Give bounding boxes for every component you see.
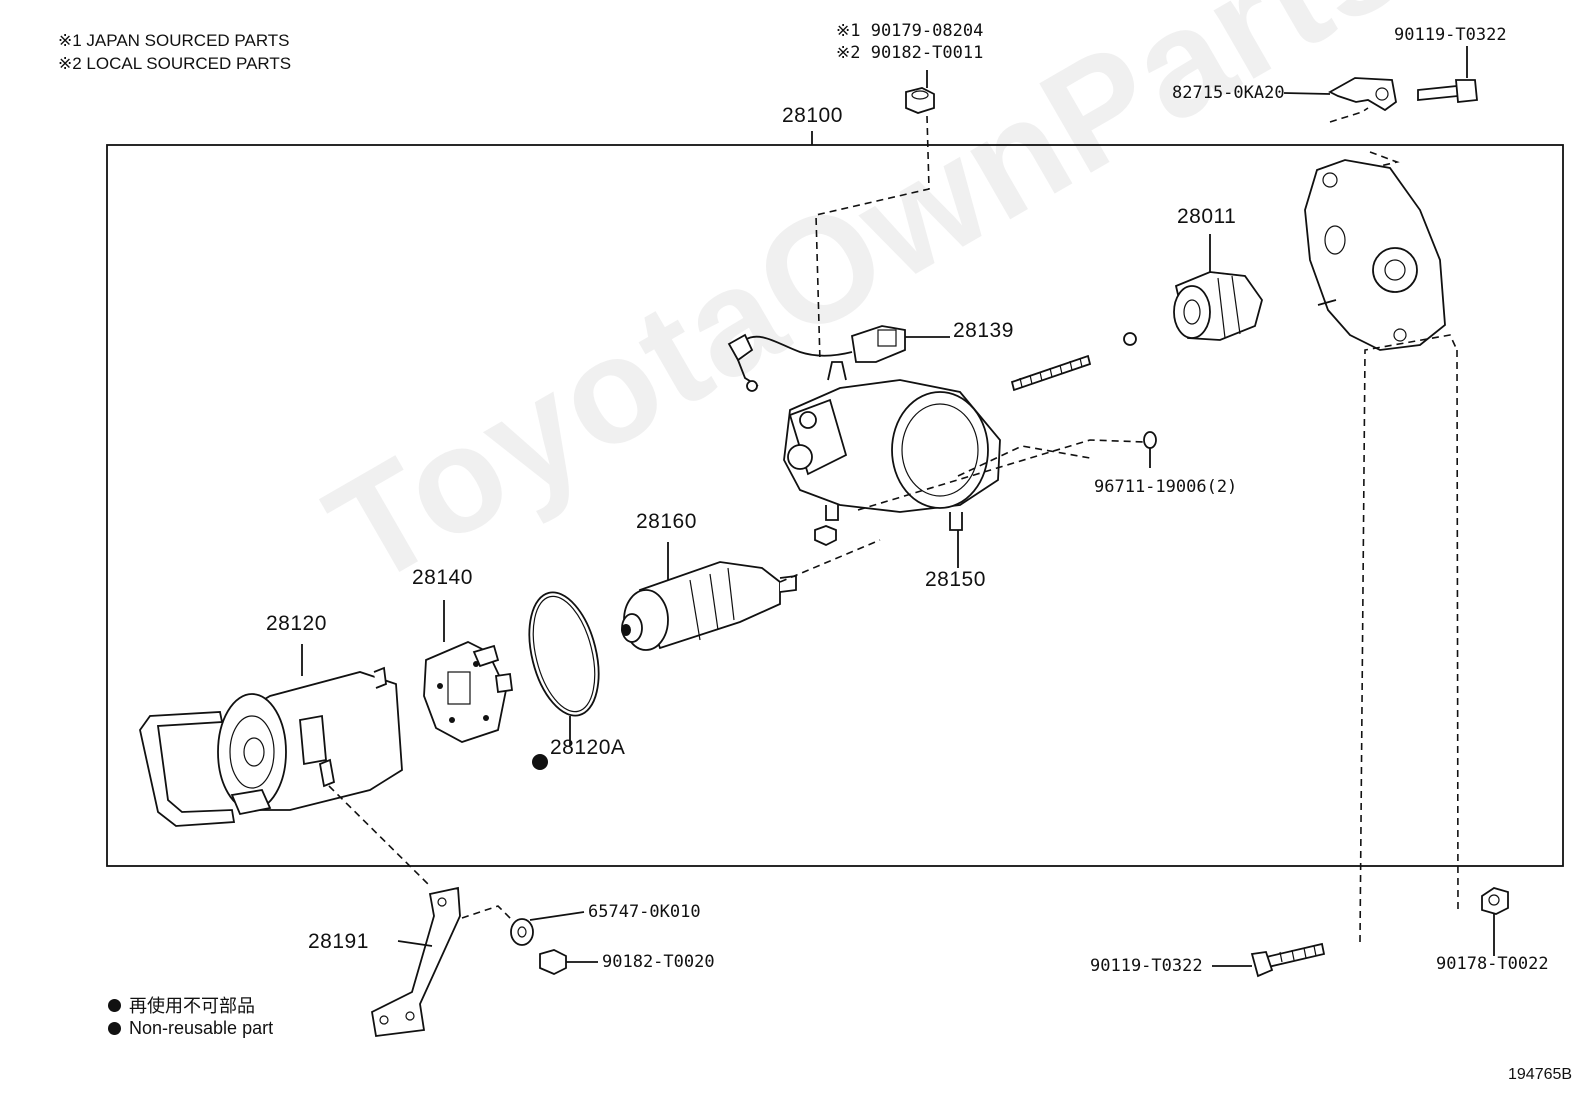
starter-clutch xyxy=(1173,271,1263,341)
starter-stay xyxy=(371,886,461,1038)
armature xyxy=(621,561,797,651)
label-nut-bottom-right[interactable]: 90178-T0022 xyxy=(1436,954,1549,974)
lead-wire xyxy=(727,325,906,392)
label-ball[interactable]: 96711-19006(2) xyxy=(1094,477,1238,497)
label-clutch[interactable]: 28011 xyxy=(1177,205,1237,228)
spring xyxy=(1010,354,1092,392)
bracket-top xyxy=(1328,77,1397,112)
label-nut-top-jp[interactable]: ※1 90179-08204 xyxy=(836,21,984,41)
label-lead[interactable]: 28139 xyxy=(953,319,1014,342)
brush-holder xyxy=(423,641,514,743)
washer xyxy=(510,918,534,946)
nonreusable-dot-icon xyxy=(108,998,121,1012)
o-ring xyxy=(528,591,600,717)
legend-en: Non-reusable part xyxy=(108,1018,273,1039)
legend-en-text: Non-reusable part xyxy=(129,1018,274,1038)
label-oring[interactable]: 28120A xyxy=(550,736,626,759)
bolt-bottom xyxy=(1250,942,1326,978)
drive-end-frame xyxy=(1304,159,1446,351)
bolt-top-right xyxy=(1417,79,1478,103)
note-local: ※2 LOCAL SOURCED PARTS xyxy=(58,54,292,73)
label-housing[interactable]: 28150 xyxy=(925,568,986,591)
note-japan: ※1 JAPAN SOURCED PARTS xyxy=(58,31,290,50)
ball-upper xyxy=(1123,332,1137,346)
label-nut-top-local[interactable]: ※2 90182-T0011 xyxy=(836,43,984,63)
nut-bottom xyxy=(539,949,567,975)
label-nut-bottom[interactable]: 90182-T0020 xyxy=(602,952,715,972)
assembly-frame xyxy=(106,144,1564,867)
starter-yoke xyxy=(139,666,403,827)
label-bracket-top[interactable]: 82715-0KA20 xyxy=(1172,83,1285,103)
nut-top xyxy=(905,87,935,114)
label-armature[interactable]: 28160 xyxy=(636,510,697,533)
legend-jp: 再使用不可部品 xyxy=(108,992,255,1018)
starter-housing xyxy=(783,361,1001,531)
oring-nonreusable-dot xyxy=(532,754,548,770)
diagram-id: 194765B xyxy=(1508,1066,1573,1083)
label-stay[interactable]: 28191 xyxy=(308,930,369,953)
nut-housing xyxy=(814,525,837,546)
label-washer[interactable]: 65747-0K010 xyxy=(588,902,701,922)
label-assembly[interactable]: 28100 xyxy=(782,104,843,127)
nut-bottom-right xyxy=(1481,887,1509,915)
label-brush-holder[interactable]: 28140 xyxy=(412,566,473,589)
legend-jp-text: 再使用不可部品 xyxy=(129,996,255,1016)
label-yoke[interactable]: 28120 xyxy=(266,612,327,635)
label-bolt-bottom[interactable]: 90119-T0322 xyxy=(1090,956,1203,976)
ball-lower xyxy=(1143,431,1157,449)
label-bolt-top-right[interactable]: 90119-T0322 xyxy=(1394,25,1507,45)
nonreusable-dot-icon xyxy=(108,1022,121,1035)
